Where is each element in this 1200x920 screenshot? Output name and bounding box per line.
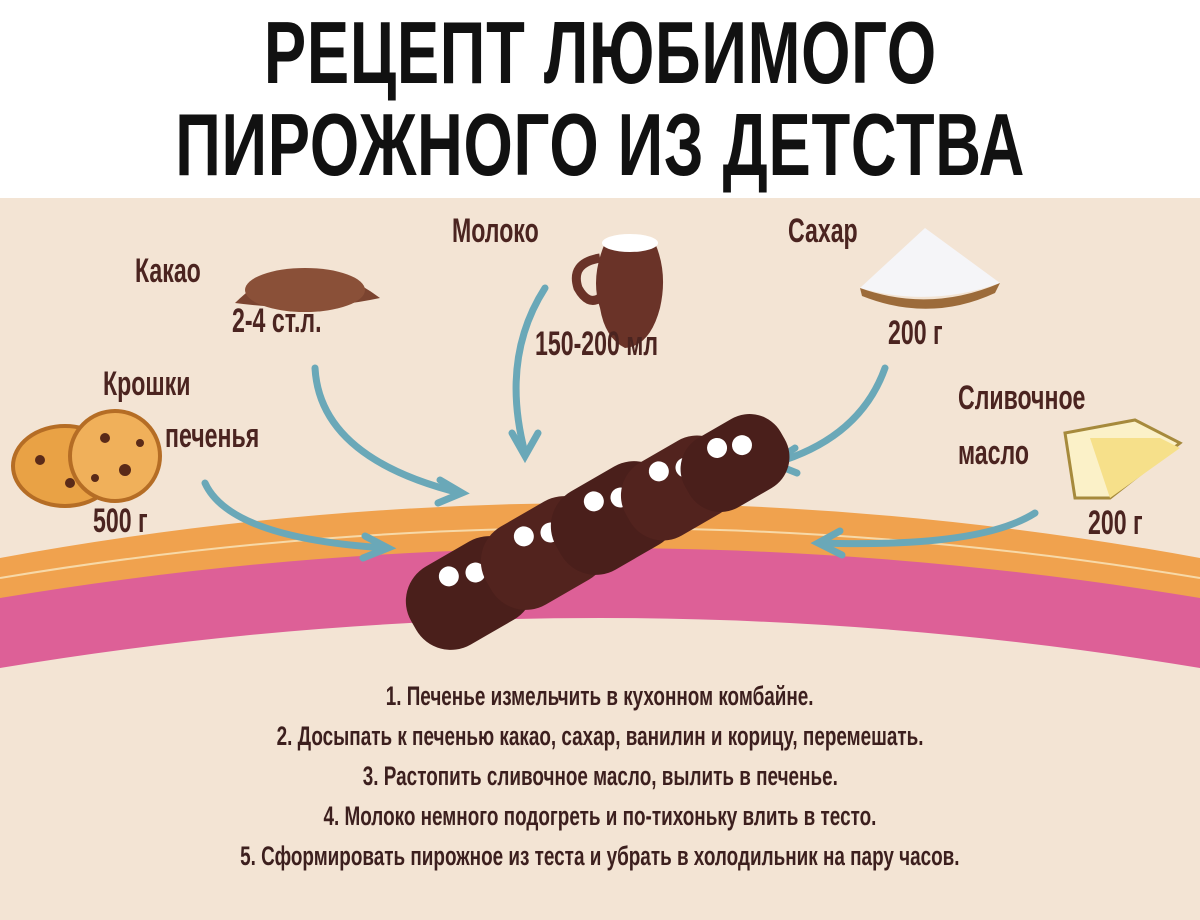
- instruction-step: 4. Молоко немного подогреть и по-тихоньк…: [0, 796, 1200, 836]
- milk-amount: 150-200 мл: [535, 325, 659, 363]
- instructions-list: 1. Печенье измельчить в кухонном комбайн…: [0, 676, 1200, 876]
- arrow-cocoa: [311, 364, 464, 497]
- arrows: [201, 284, 1039, 562]
- cookies-label-line2: печенья: [165, 417, 260, 455]
- arrow-cookies: [201, 479, 389, 552]
- instruction-step-text: 1. Печенье измельчить в кухонном комбайн…: [386, 681, 814, 711]
- cocoa-label: Какао: [135, 252, 201, 290]
- title-text-2: ПИРОЖНОГО ИЗ ДЕТСТВА: [175, 95, 1025, 194]
- instruction-step-text: 3. Растопить сливочное масло, вылить в п…: [362, 761, 838, 791]
- cocoa-amount: 2-4 ст.л.: [232, 302, 322, 340]
- milk-label: Молоко: [452, 212, 539, 250]
- butter-amount: 200 г: [1088, 504, 1143, 542]
- butter-icon: [1063, 418, 1183, 500]
- instruction-step: 5. Сформировать пирожное из теста и убра…: [0, 836, 1200, 876]
- cakes-image: [405, 414, 790, 650]
- sugar-amount: 200 г: [888, 314, 943, 352]
- arrow-sugar: [771, 364, 889, 467]
- cookies-amount: 500 г: [93, 502, 148, 540]
- recipe-illustration: Какао 2-4 ст.л. Молоко 150-200 мл Сахар …: [0, 198, 1200, 920]
- cake-potato: [680, 414, 790, 512]
- title-line-1: РЕЦЕПТ ЛЮБИМОГО: [0, 8, 1200, 98]
- milk-jug-icon: [571, 234, 664, 348]
- instruction-step-text: 2. Досыпать к печенью какао, сахар, вани…: [276, 721, 924, 751]
- instruction-step: 3. Растопить сливочное масло, вылить в п…: [0, 756, 1200, 796]
- arrow-butter: [816, 509, 1039, 548]
- title-text-1: РЕЦЕПТ ЛЮБИМОГО: [263, 3, 937, 102]
- sugar-pile-icon: [860, 228, 1000, 309]
- cookies-label-line1: Крошки: [103, 365, 191, 403]
- butter-label-line1: Сливочное: [958, 379, 1086, 417]
- pink-band: [0, 548, 1200, 668]
- butter-label-line2: масло: [958, 434, 1030, 472]
- instruction-step: 1. Печенье измельчить в кухонном комбайн…: [0, 676, 1200, 716]
- instruction-step: 2. Досыпать к печенью какао, сахар, вани…: [0, 716, 1200, 756]
- title-line-2: ПИРОЖНОГО ИЗ ДЕТСТВА: [0, 100, 1200, 190]
- instruction-step-text: 5. Сформировать пирожное из теста и убра…: [240, 841, 960, 871]
- arrow-milk: [512, 284, 549, 457]
- cookie-icon: [11, 409, 162, 508]
- header: РЕЦЕПТ ЛЮБИМОГО ПИРОЖНОГО ИЗ ДЕТСТВА: [0, 0, 1200, 198]
- sugar-label: Сахар: [788, 212, 858, 250]
- illustration-graphics: [0, 228, 1200, 668]
- instruction-step-text: 4. Молоко немного подогреть и по-тихоньк…: [323, 801, 877, 831]
- cocoa-powder-icon: [235, 268, 380, 312]
